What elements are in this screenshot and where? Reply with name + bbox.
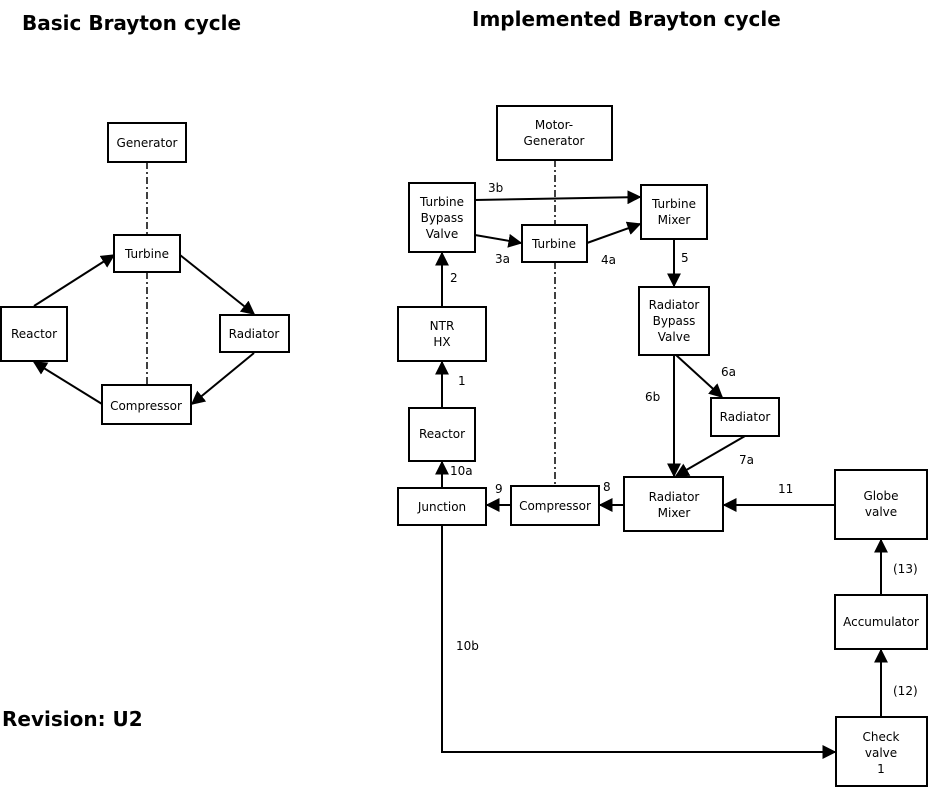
ntr-hx-label-2: HX [433,335,450,349]
edge-tbv-turbinemixer [474,190,642,205]
globe-valve-node: Globe valve [834,469,928,540]
stream-label-10b: 10b [456,639,479,653]
turbine-label: Turbine [531,237,576,251]
radiator-bypass-valve-label-2: Bypass [653,314,696,328]
basic-turbine-node: Turbine [113,234,181,273]
turbine-bypass-valve-label-2: Bypass [421,211,464,225]
stream-label-6a: 6a [721,365,736,379]
motor-generator-label-1: Motor- [535,118,573,132]
stream-label-8: 8 [603,480,611,494]
stream-label-13: (13) [893,562,918,576]
turbine-bypass-valve-label-1: Turbine [419,195,464,209]
check-valve-label-2: valve [865,746,897,760]
ntr-hx-label-1: NTR [430,319,455,333]
stream-label-7a: 7a [739,453,754,467]
basic-edge-reactor-turbine [33,254,116,307]
turbine-bypass-valve-label-3: Valve [426,227,458,241]
stream-label-1: 1 [458,374,466,388]
globe-valve-label-1: Globe [864,489,899,503]
radiator-mixer-label-2: Mixer [658,506,691,520]
stream-label-3b: 3b [488,181,503,195]
turbine-mixer-node: Turbine Mixer [640,184,708,240]
junction-node: Junction [397,487,487,526]
radiator-mixer-label-1: Radiator [649,490,700,504]
stream-label-3a: 3a [495,252,510,266]
edge-turbine-turbinemixer [586,221,642,244]
stream-label-6b: 6b [645,390,660,404]
stream-label-4a: 4a [601,253,616,267]
edge-radiator-radiatormixer [674,435,746,477]
edge-junction-checkvalve [441,525,837,759]
stream-label-12: (12) [893,684,918,698]
turbine-mixer-label-1: Turbine [651,197,696,211]
basic-edge-radiator-compressor [190,352,255,405]
basic-generator-node: Generator [107,122,187,163]
basic-reactor-label: Reactor [11,327,57,341]
radiator-node: Radiator [710,397,780,437]
radiator-bypass-valve-node: Radiator Bypass Valve [638,286,710,356]
junction-label: Junction [417,500,466,514]
basic-radiator-node: Radiator [219,314,290,353]
basic-reactor-node: Reactor [0,306,68,362]
basic-generator-label: Generator [117,136,178,150]
accumulator-node: Accumulator [834,594,928,650]
reactor-label: Reactor [419,427,465,441]
implemented-cycle-title: Implemented Brayton cycle [472,7,781,31]
basic-turbine-label: Turbine [124,247,169,261]
radiator-label: Radiator [720,410,771,424]
turbine-bypass-valve-node: Turbine Bypass Valve [408,182,476,253]
reactor-node: Reactor [408,407,476,462]
globe-valve-label-2: valve [865,505,897,519]
basic-compressor-node: Compressor [101,384,192,425]
compressor-node: Compressor [510,485,600,526]
stream-label-9: 9 [495,482,503,496]
basic-edge-turbine-radiator [179,254,256,315]
check-valve-node: Check valve 1 [835,716,928,787]
stream-label-10a: 10a [450,464,473,478]
check-valve-label-3: 1 [877,762,885,776]
stream-label-11: 11 [778,482,793,496]
accumulator-label: Accumulator [843,615,919,629]
basic-cycle-title: Basic Brayton cycle [22,11,241,35]
stream-label-2: 2 [450,271,458,285]
stream-label-5: 5 [681,251,689,265]
radiator-mixer-node: Radiator Mixer [623,476,724,532]
turbine-mixer-label-2: Mixer [658,213,691,227]
edge-tbv-turbine [474,233,523,248]
revision-label: Revision: U2 [2,707,143,731]
motor-generator-node: Motor- Generator [496,105,613,161]
compressor-label: Compressor [519,499,591,513]
basic-compressor-label: Compressor [110,399,182,413]
edge-rbv-radiator [675,354,724,398]
check-valve-label-1: Check [863,730,900,744]
radiator-bypass-valve-label-1: Radiator [649,298,700,312]
radiator-bypass-valve-label-3: Valve [658,330,690,344]
motor-generator-label-2: Generator [524,134,585,148]
ntr-hx-node: NTR HX [397,306,487,362]
basic-edge-compressor-reactor [32,361,103,405]
basic-radiator-label: Radiator [229,327,280,341]
turbine-node: Turbine [521,224,588,263]
